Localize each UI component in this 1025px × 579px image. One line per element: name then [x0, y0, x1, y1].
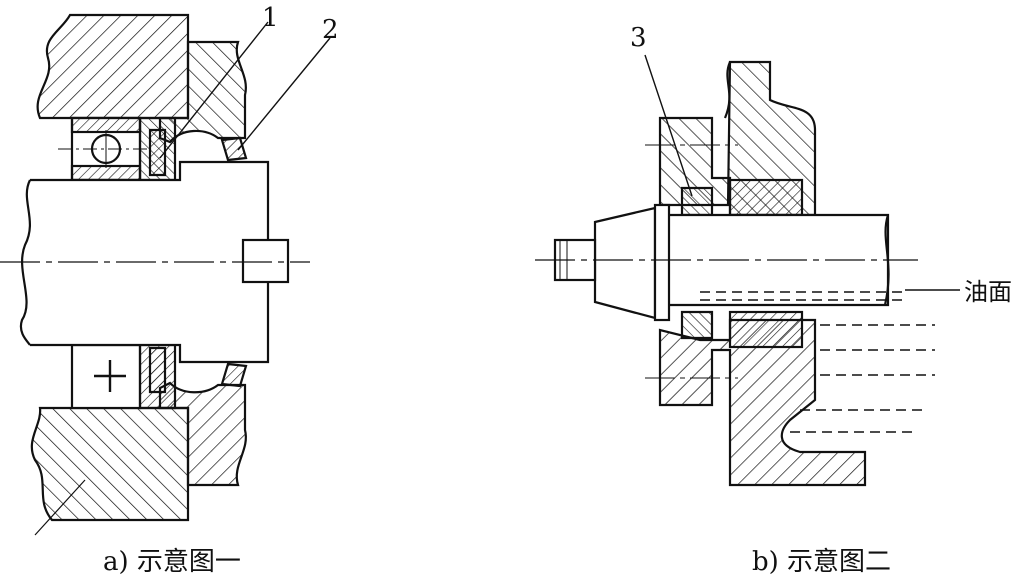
caption-b: b) 示意图二 — [752, 547, 891, 577]
housing-b — [658, 60, 817, 217]
upper-housing — [36, 13, 190, 120]
oil-level-label: 油面 — [964, 278, 1012, 306]
bushing-lower — [728, 310, 804, 349]
bushing-upper — [728, 178, 804, 217]
seal-ring-3 — [680, 186, 714, 217]
housing-b-lower — [658, 318, 867, 487]
seal-ring-1 — [148, 128, 167, 177]
callout-3: 3 — [630, 23, 647, 53]
callout-1: 1 — [262, 3, 279, 33]
tapered-nut — [593, 206, 657, 320]
lower-housing — [30, 406, 190, 522]
callout-2: 2 — [322, 15, 339, 45]
figure-b — [535, 54, 960, 487]
figure-a — [0, 13, 331, 536]
caption-a: a) 示意图一 — [103, 547, 241, 577]
shaft-key — [241, 238, 290, 284]
seal-ring-2 — [220, 136, 248, 162]
